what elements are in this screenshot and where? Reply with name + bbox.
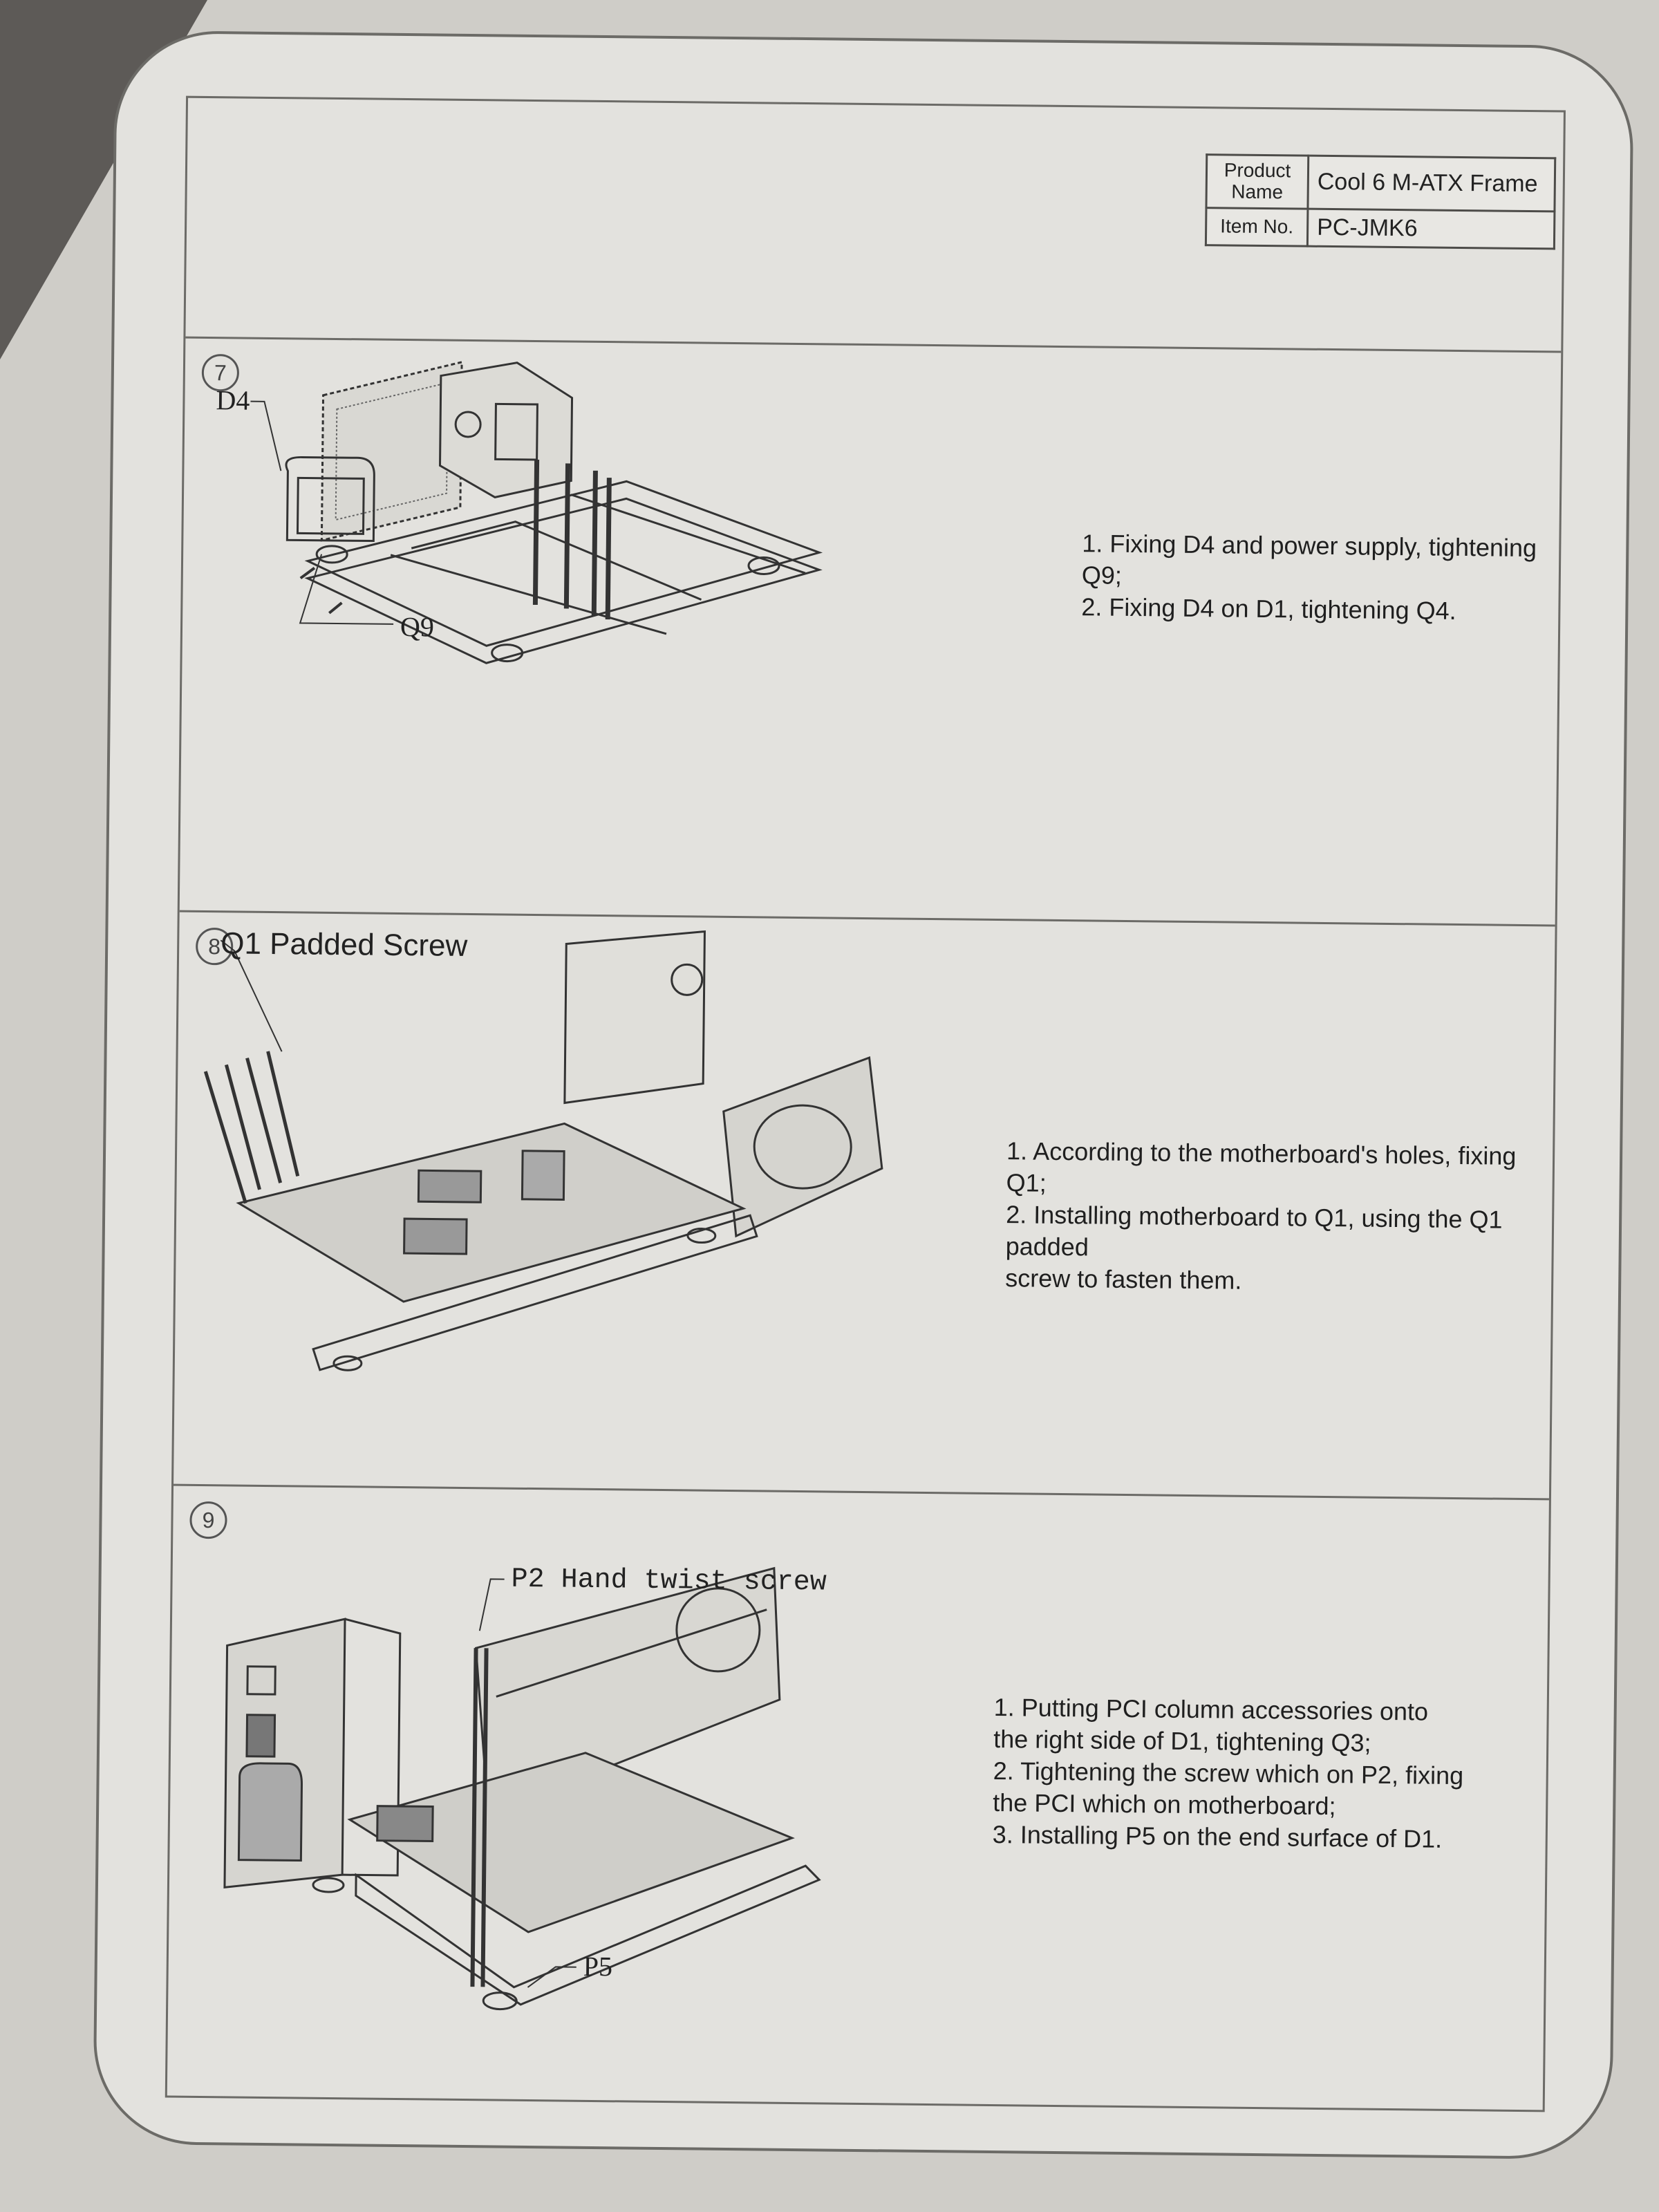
instruction-line: screw to fasten them. xyxy=(1005,1264,1242,1295)
label-d4: D4 xyxy=(216,384,250,416)
instruction-line: the PCI which on motherboard; xyxy=(993,1788,1336,1821)
label-q9: Q9 xyxy=(400,610,435,643)
pci-card-install-illustration xyxy=(223,1566,821,2011)
instruction-line: 2. Tightening the screw which on P2, fix… xyxy=(993,1756,1464,1790)
instruction-line: the right side of D1, tightening Q3; xyxy=(993,1725,1371,1757)
item-no-row: Item No. PC-JMK6 xyxy=(1206,207,1555,249)
label-p5: P5 xyxy=(583,1950,613,1983)
product-info-table: Product Name Cool 6 M-ATX Frame Item No.… xyxy=(1204,153,1557,250)
product-name-label: Product Name xyxy=(1206,154,1309,209)
instruction-line: 3. Installing P5 on the end surface of D… xyxy=(992,1820,1443,1853)
instruction-line: 1. Fixing D4 and power supply, tightenin… xyxy=(1081,529,1537,590)
instruction-line: 1. According to the motherboard's holes,… xyxy=(1006,1136,1517,1197)
step-8-instructions: 1. According to the motherboard's holes,… xyxy=(1005,1135,1553,1300)
product-name-row: Product Name Cool 6 M-ATX Frame xyxy=(1206,154,1555,212)
instruction-sheet: Product Name Cool 6 M-ATX Frame Item No.… xyxy=(93,30,1634,2160)
motherboard-install-illustration xyxy=(203,930,883,1371)
content-frame: Product Name Cool 6 M-ATX Frame Item No.… xyxy=(165,95,1566,2112)
item-no-label: Item No. xyxy=(1206,207,1308,246)
step-9-instructions: 1. Putting PCI column accessories onto t… xyxy=(993,1691,1465,1855)
instruction-line: 2. Installing motherboard to Q1, using t… xyxy=(1005,1200,1503,1262)
instruction-line: 2. Fixing D4 on D1, tightening Q4. xyxy=(1081,592,1456,625)
step-9-section: 9 xyxy=(167,1483,1549,2112)
step-7-instructions: 1. Fixing D4 and power supply, tightenin… xyxy=(1081,527,1559,628)
instruction-line: 1. Putting PCI column accessories onto xyxy=(993,1693,1429,1726)
step-8-section: 8 xyxy=(174,910,1555,1501)
frame-psu-hdd-illustration xyxy=(250,360,823,664)
product-name-value: Cool 6 M-ATX Frame xyxy=(1307,156,1555,212)
label-q1-padded-screw: Q1 Padded Screw xyxy=(220,926,468,963)
step-7-section: 7 xyxy=(179,336,1562,927)
label-p2-hand-twist-screw: P2 Hand twist screw xyxy=(511,1564,827,1599)
item-no-value: PC-JMK6 xyxy=(1307,208,1555,249)
